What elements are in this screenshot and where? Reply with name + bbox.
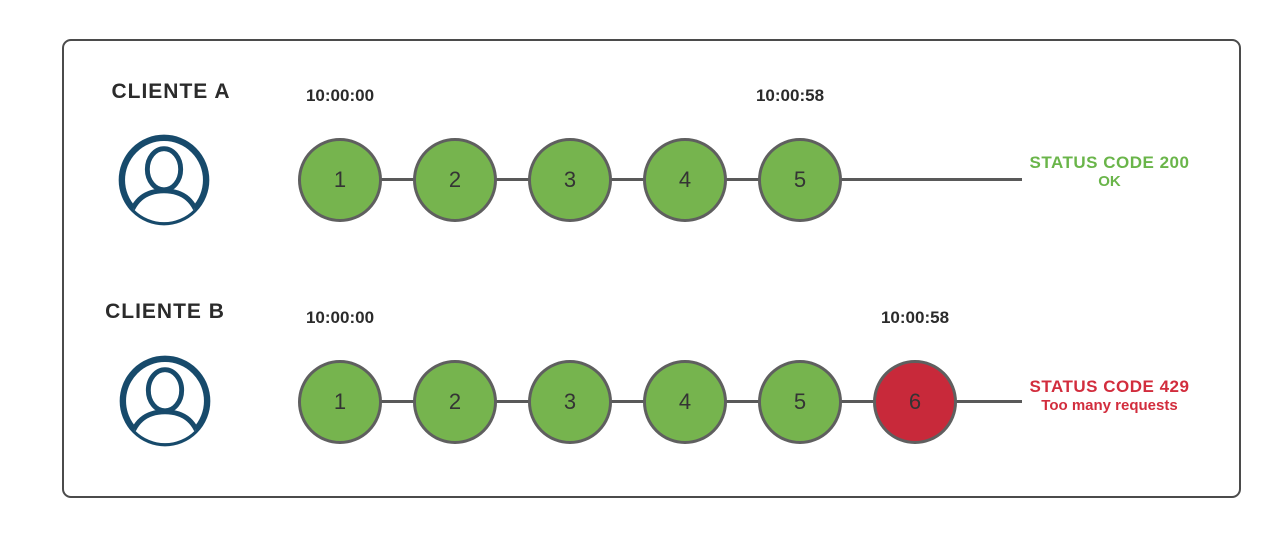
status-message-text: OK — [1098, 173, 1121, 191]
row-a-status: STATUS CODE 200 OK — [1022, 152, 1197, 192]
request-node: 4 — [643, 360, 727, 444]
request-number: 1 — [333, 167, 347, 192]
user-icon — [115, 131, 213, 229]
request-number: 2 — [448, 167, 462, 192]
row-b-start-time: 10:00:00 — [305, 308, 375, 327]
row-b-status: STATUS CODE 429 Too many requests — [1022, 376, 1197, 416]
status-message-text: Too many requests — [1041, 397, 1178, 415]
request-node: 4 — [643, 138, 727, 222]
diagram-frame — [62, 39, 1241, 498]
request-number: 2 — [448, 389, 462, 414]
request-node: 2 — [413, 138, 497, 222]
request-number: 5 — [793, 389, 807, 414]
request-node: 1 — [298, 360, 382, 444]
status-code-text: STATUS CODE 429 — [1029, 377, 1190, 396]
request-number: 1 — [333, 389, 347, 414]
request-number: 4 — [678, 167, 692, 192]
request-node: 5 — [758, 360, 842, 444]
request-number: 6 — [908, 389, 922, 414]
row-a-end-time: 10:00:58 — [755, 86, 825, 105]
request-node: 2 — [413, 360, 497, 444]
row-b-end-time: 10:00:58 — [880, 308, 950, 327]
request-node: 3 — [528, 360, 612, 444]
request-node: 5 — [758, 138, 842, 222]
request-node: 3 — [528, 138, 612, 222]
client-a-label: CLIENTE A — [111, 80, 231, 103]
request-node: 1 — [298, 138, 382, 222]
request-number: 3 — [563, 389, 577, 414]
request-number: 4 — [678, 389, 692, 414]
request-node: 6 — [873, 360, 957, 444]
request-number: 3 — [563, 167, 577, 192]
request-number: 5 — [793, 167, 807, 192]
row-a-start-time: 10:00:00 — [305, 86, 375, 105]
user-icon — [116, 352, 214, 450]
status-code-text: STATUS CODE 200 — [1029, 153, 1190, 172]
client-b-label: CLIENTE B — [105, 300, 225, 323]
